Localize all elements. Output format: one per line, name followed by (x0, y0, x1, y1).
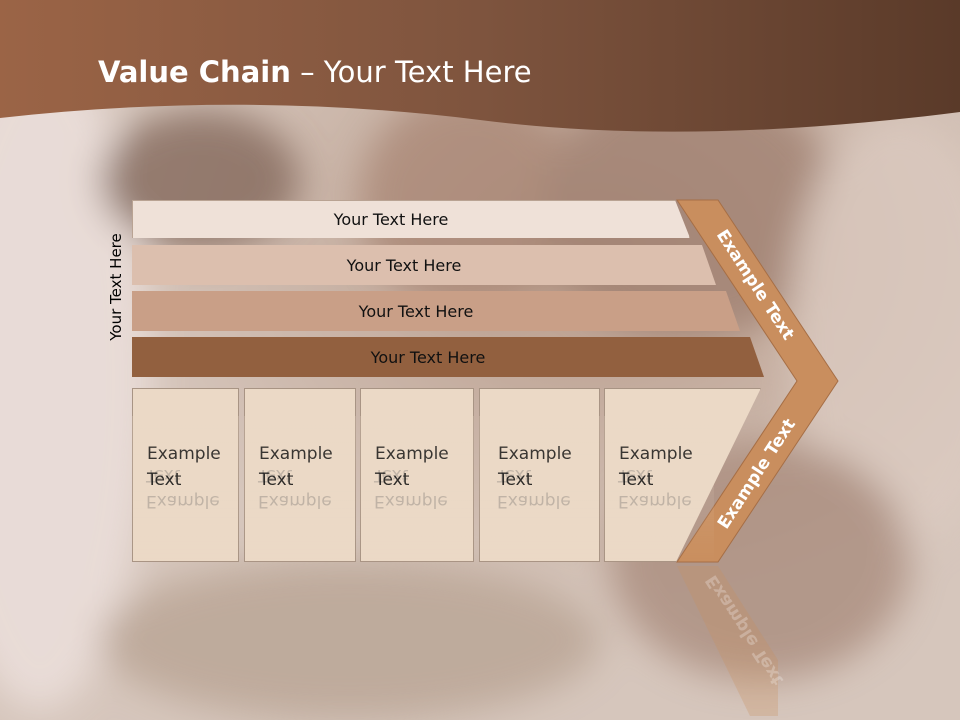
column-4-line2: Text (498, 467, 585, 493)
page-title: Value Chain – Your Text Here (98, 55, 532, 89)
column-5-line2: Text (619, 467, 746, 493)
column-1-line2: Text (147, 467, 224, 493)
title-bold: Value Chain (98, 55, 291, 89)
title-rest: – Your Text Here (290, 55, 532, 89)
column-1: Example Text (132, 388, 239, 562)
bar-4: Your Text Here (132, 337, 764, 377)
column-1-line1: Example (147, 441, 224, 467)
column-4: Example Text (479, 388, 600, 562)
bar-2-label: Your Text Here (346, 255, 462, 275)
column-2-line1: Example (259, 441, 341, 467)
column-5-line1: Example (619, 441, 746, 467)
column-3: Example Text (360, 388, 474, 562)
bar-2: Your Text Here (132, 245, 716, 285)
bar-1-label: Your Text Here (333, 210, 449, 229)
column-3-line2: Text (375, 467, 459, 493)
column-2-line2: Text (259, 467, 341, 493)
header-band (0, 0, 960, 132)
bar-3: Your Text Here (132, 291, 740, 331)
bar-1: Your Text Here (132, 200, 690, 238)
bar-3-label: Your Text Here (358, 301, 474, 321)
column-3-line1: Example (375, 441, 459, 467)
column-2: Example Text (244, 388, 356, 562)
column-4-line1: Example (498, 441, 585, 467)
bar-4-label: Your Text Here (370, 347, 486, 367)
